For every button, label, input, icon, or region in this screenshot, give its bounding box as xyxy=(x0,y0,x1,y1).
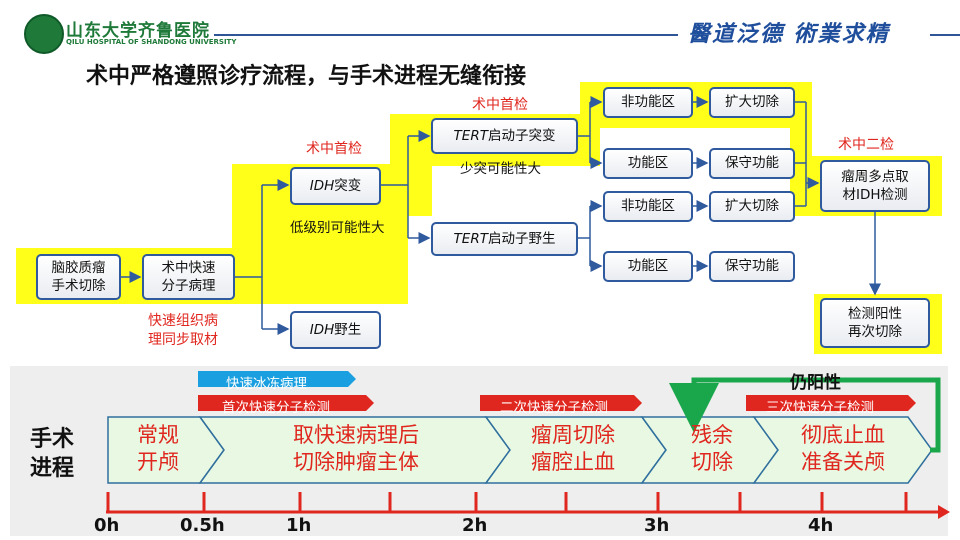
node-enlarge-1: 扩大切除 xyxy=(709,87,795,118)
node-nonfunctional-2: 非功能区 xyxy=(603,191,693,222)
timeline-arrowhead xyxy=(938,505,950,519)
process-graphics xyxy=(106,371,950,519)
node-resection: 脑胶质瘤 手术切除 xyxy=(36,254,121,300)
tert-wildtype-gene: TERT xyxy=(453,230,488,247)
idh-mutant-label: 突变 xyxy=(334,177,362,194)
node-idh-wildtype: IDH野生 xyxy=(290,311,381,349)
third-molecular-banner: 三次快速分子检测 xyxy=(766,400,874,416)
tick-1h: 1h xyxy=(286,515,312,536)
hospital-name-en: QILU HOSPITAL OF SHANDONG UNIVERSITY xyxy=(66,38,237,46)
first-check-label-2: 术中首检 xyxy=(472,97,528,113)
node-idh-mutant: IDH突变 xyxy=(290,167,381,205)
idh-wildtype-label: 野生 xyxy=(334,321,362,338)
stage-1-text: 常规 开颅 xyxy=(137,423,179,475)
frozen-banner-shape xyxy=(198,371,356,387)
header-divider-right xyxy=(930,34,960,36)
tick-2h: 2h xyxy=(462,515,488,536)
process-label: 手术 进程 xyxy=(30,427,75,481)
still-positive-label: 仍阳性 xyxy=(790,373,841,393)
header-divider-left xyxy=(214,34,678,36)
node-functional-1: 功能区 xyxy=(603,148,693,179)
node-tert-mutant: TERT启动子突变 xyxy=(431,118,578,154)
first-check-label-1: 术中首检 xyxy=(306,141,362,157)
oligo-note: 少突可能性大 xyxy=(460,161,541,177)
tick-4h: 4h xyxy=(808,515,834,536)
stage-5-text: 彻底止血 准备关颅 xyxy=(801,423,885,475)
hospital-name-cn: 山东大学齐鲁医院 xyxy=(66,21,210,41)
second-molecular-banner: 二次快速分子检测 xyxy=(500,400,608,416)
second-banner-shape xyxy=(480,395,642,411)
node-tert-wildtype: TERT启动子野生 xyxy=(431,222,578,256)
tert-wildtype-label: 启动子野生 xyxy=(487,230,556,247)
node-peritumoral-sampling: 瘤周多点取 材IDH检测 xyxy=(820,160,930,212)
node-positive-reresection: 检测阳性 再次切除 xyxy=(820,298,930,348)
false-positive-return-arrow xyxy=(669,377,941,453)
node-nonfunctional-1: 非功能区 xyxy=(603,87,693,118)
node-functional-2: 功能区 xyxy=(603,251,693,282)
first-banner-shape xyxy=(198,395,374,411)
flow-connectors xyxy=(121,96,881,335)
frozen-pathology-banner: 快速冰冻病理 xyxy=(226,376,307,392)
low-grade-note: 低级别可能性大 xyxy=(290,220,385,236)
tick-0h: 0h xyxy=(94,515,120,536)
node-conserve-1: 保守功能 xyxy=(709,148,795,179)
hospital-motto: 醫道泛德 術業求精 xyxy=(688,21,890,47)
third-banner-shape xyxy=(746,395,916,411)
stage-chevron-5 xyxy=(752,416,933,484)
sync-sampling-note: 快速组织病 理同步取材 xyxy=(148,313,218,348)
stage-4-text: 残余 切除 xyxy=(691,423,733,475)
tick-0.5h: 0.5h xyxy=(180,515,225,536)
tick-3h: 3h xyxy=(644,515,670,536)
node-conserve-2: 保守功能 xyxy=(709,251,795,282)
tert-mutant-label: 启动子突变 xyxy=(487,127,556,144)
slide-title: 术中严格遵照诊疗流程，与手术进程无缝衔接 xyxy=(86,63,527,89)
second-check-label: 术中二检 xyxy=(838,137,894,153)
idh-mutant-gene: IDH xyxy=(309,177,335,194)
hospital-logo-icon xyxy=(24,14,64,54)
node-fast-pathology: 术中快速 分子病理 xyxy=(142,254,235,300)
idh-wildtype-gene: IDH xyxy=(309,321,335,338)
tert-mutant-gene: TERT xyxy=(453,127,488,144)
stage-2-text: 取快速病理后 切除肿瘤主体 xyxy=(293,423,419,475)
first-molecular-banner: 首次快速分子检测 xyxy=(222,400,330,416)
stage-3-text: 瘤周切除 瘤腔止血 xyxy=(531,423,615,475)
node-enlarge-2: 扩大切除 xyxy=(709,191,795,222)
